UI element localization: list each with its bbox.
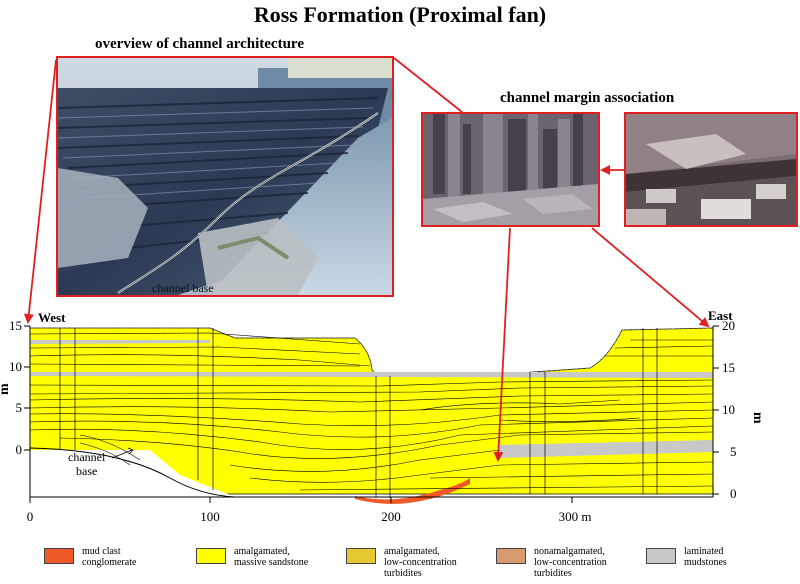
overview-photo-art: [58, 58, 392, 295]
overview-label: overview of channel architecture: [95, 36, 304, 52]
legend-swatch: [496, 548, 526, 564]
legend-swatch: [646, 548, 676, 564]
channel-margin-label: channel margin association: [500, 90, 675, 106]
photo-channel-base-label: channel base: [152, 281, 214, 295]
bottom-tick-0: 0: [27, 509, 34, 524]
channel-margin-photo-right-art: [626, 114, 796, 225]
west-label: West: [38, 310, 66, 325]
channel-margin-photo-left: [421, 112, 600, 227]
channel-margin-photo-right: [624, 112, 798, 227]
left-axis-unit: m: [0, 383, 12, 395]
bottom-tick-300: 300 m: [559, 509, 592, 524]
legend-swatch: [346, 548, 376, 564]
overview-photo: [56, 56, 394, 297]
mudstone-band: [500, 440, 713, 458]
page-title: Ross Formation (Proximal fan): [253, 2, 547, 27]
section-base-cut: [30, 450, 230, 495]
left-tick-0: 0: [16, 442, 23, 457]
bottom-tick-200: 200: [381, 509, 401, 524]
channel-margin-photo-left-art: [423, 114, 598, 225]
legend-label: amalgamated,massive sandstone: [234, 546, 309, 568]
right-tick-5: 5: [730, 444, 737, 459]
legend-swatch: [196, 548, 226, 564]
left-tick-5: 5: [16, 400, 23, 415]
legend-item-massive-sandstone: amalgamated,massive sandstone: [196, 546, 308, 568]
legend-swatch: [44, 548, 74, 564]
right-tick-10: 10: [722, 402, 735, 417]
bottom-tick-100: 100: [200, 509, 220, 524]
section-channel-label-2: base: [76, 464, 97, 478]
east-label: East: [708, 308, 733, 323]
conglomerate-lens: [355, 478, 470, 504]
right-tick-0: 0: [730, 486, 737, 501]
right-tick-20: 20: [722, 318, 735, 333]
section-channel-label-1: channel: [68, 450, 106, 464]
left-tick-15: 15: [9, 318, 22, 333]
right-axis-unit: m: [750, 412, 765, 424]
right-tick-15: 15: [722, 360, 735, 375]
mudstone-band: [30, 372, 713, 378]
left-tick-10: 10: [9, 359, 22, 374]
cross-section: 15 10 5 0 m 20 15 10 5 0 m 0 100 200 300…: [0, 308, 765, 524]
